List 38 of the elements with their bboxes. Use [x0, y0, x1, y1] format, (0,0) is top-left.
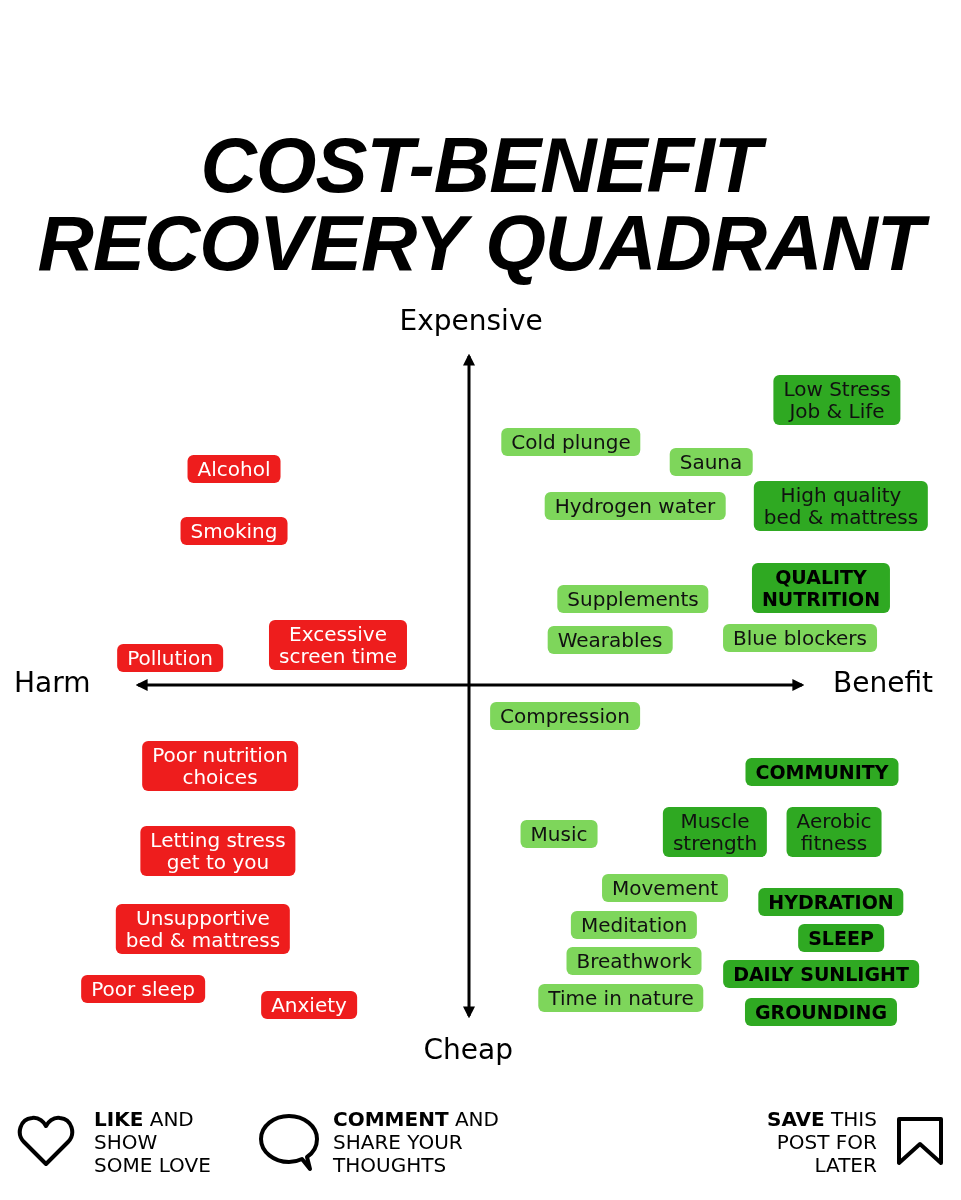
key-benefit-tag: GROUNDING — [745, 998, 897, 1026]
benefit-tag: Hydrogen water — [544, 492, 726, 520]
benefit-tag: Low Stress Job & Life — [773, 375, 901, 425]
benefit-tag: Muscle strength — [662, 807, 768, 857]
key-benefit-tag: HYDRATION — [758, 888, 904, 916]
axis-label: Benefit — [833, 667, 934, 699]
benefit-tag: High quality bed & mattress — [753, 481, 929, 531]
harm-tag: Smoking — [180, 517, 288, 545]
harm-tag: Poor sleep — [81, 975, 205, 1003]
key-benefit-tag: DAILY SUNLIGHT — [723, 960, 919, 988]
harm-tag: Alcohol — [187, 455, 281, 483]
benefit-tag: Breathwork — [566, 947, 702, 975]
benefit-tag: Time in nature — [538, 984, 704, 1012]
harm-tag: Pollution — [117, 644, 223, 672]
harm-tag: Poor nutrition choices — [142, 741, 298, 791]
axis-label: Harm — [14, 667, 91, 699]
benefit-tag: Movement — [602, 874, 728, 902]
harm-tag: Anxiety — [261, 991, 357, 1019]
axis-label: Expensive — [399, 305, 543, 337]
benefit-tag: Sauna — [669, 448, 753, 476]
key-benefit-tag: QUALITY NUTRITION — [751, 563, 891, 613]
benefit-tag: Supplements — [557, 585, 709, 613]
benefit-tag: Blue blockers — [723, 624, 877, 652]
benefit-tag: Aerobic fitness — [786, 807, 882, 857]
axis-label: Cheap — [423, 1034, 513, 1066]
call-to-action-text: COMMENT AND SHARE YOUR THOUGHTS — [333, 1108, 499, 1177]
harm-tag: Letting stress get to you — [140, 826, 296, 876]
benefit-tag: Cold plunge — [501, 428, 641, 456]
harm-tag: Unsupportive bed & mattress — [115, 904, 291, 954]
key-benefit-tag: COMMUNITY — [745, 758, 899, 786]
harm-tag: Excessive screen time — [269, 620, 407, 670]
benefit-tag: Meditation — [570, 911, 698, 939]
benefit-tag: Wearables — [547, 626, 673, 654]
benefit-tag: Compression — [490, 702, 640, 730]
key-benefit-tag: SLEEP — [798, 924, 884, 952]
benefit-tag: Music — [520, 820, 598, 848]
call-to-action-text: SAVE THIS POST FOR LATER — [767, 1108, 877, 1177]
call-to-action-text: LIKE AND SHOW SOME LOVE — [94, 1108, 211, 1177]
